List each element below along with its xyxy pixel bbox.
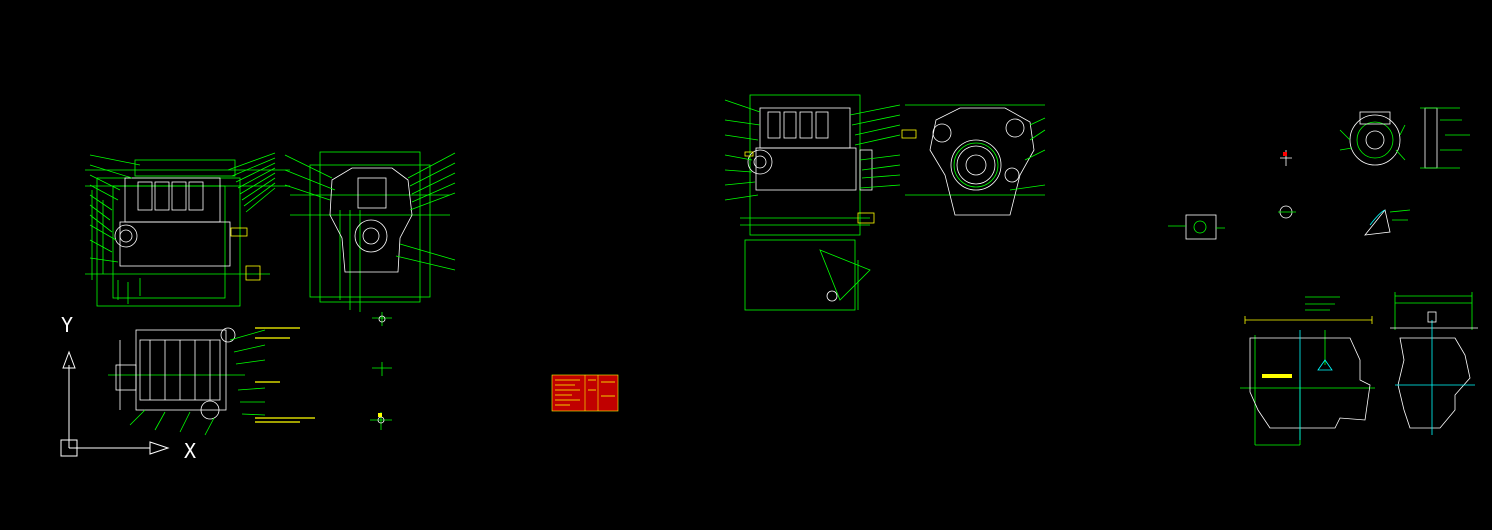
fastener-details[interactable] xyxy=(370,312,392,430)
ucs-y-label: Y xyxy=(61,313,73,337)
engine-front-view-1[interactable] xyxy=(284,151,456,312)
engine-side-view-2[interactable] xyxy=(724,94,901,311)
lifting-diagram-end[interactable] xyxy=(1390,292,1478,435)
flywheel-detail[interactable] xyxy=(1339,107,1470,169)
engine-top-view[interactable] xyxy=(108,327,315,436)
title-block[interactable] xyxy=(551,374,619,412)
ucs-x-label: X xyxy=(184,439,196,463)
engine-front-view-2[interactable] xyxy=(901,104,1046,216)
lifting-diagram-side[interactable] xyxy=(1240,296,1375,446)
ucs-icon: Y X xyxy=(60,313,196,463)
small-details[interactable] xyxy=(1168,150,1411,240)
engine-side-view-1[interactable] xyxy=(85,152,290,307)
